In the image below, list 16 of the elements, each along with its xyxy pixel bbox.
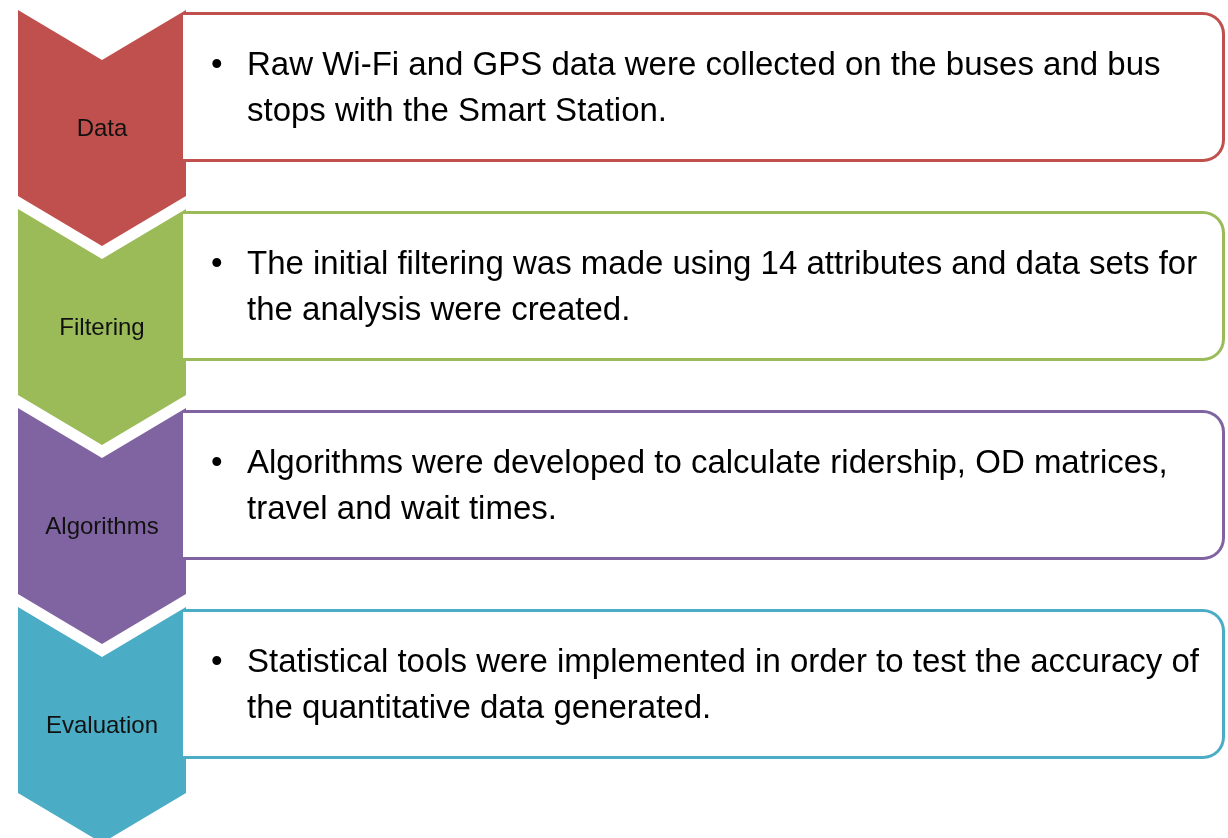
bullet-marker: • [211,441,224,482]
description-card [183,12,1225,162]
bullet-text: Algorithms were developed to calculate ridership, OD matrices, travel and wait times. [247,441,1169,528]
bullet-marker: • [211,242,224,283]
bullet-marker: • [211,43,224,84]
stage-label: Filtering [58,313,146,341]
bullet-text: Statistical tools were implemented in order to test the accuracy of the quantitative data generated. [247,640,1200,727]
description-card [183,410,1225,560]
stage-label: Evaluation [44,711,160,739]
bullet-text: Raw Wi-Fi and GPS data were collected on the buses and bus stops with the Smart Station. [247,43,1162,130]
stage-label: Algorithms [44,512,160,540]
description-card [183,211,1225,361]
bullet-marker: • [211,640,224,681]
stage-label: Data [75,114,129,142]
bullet-text: The initial filtering was made using 14 attributes and data sets for the analysis were created. [247,242,1199,329]
description-card [183,609,1225,759]
